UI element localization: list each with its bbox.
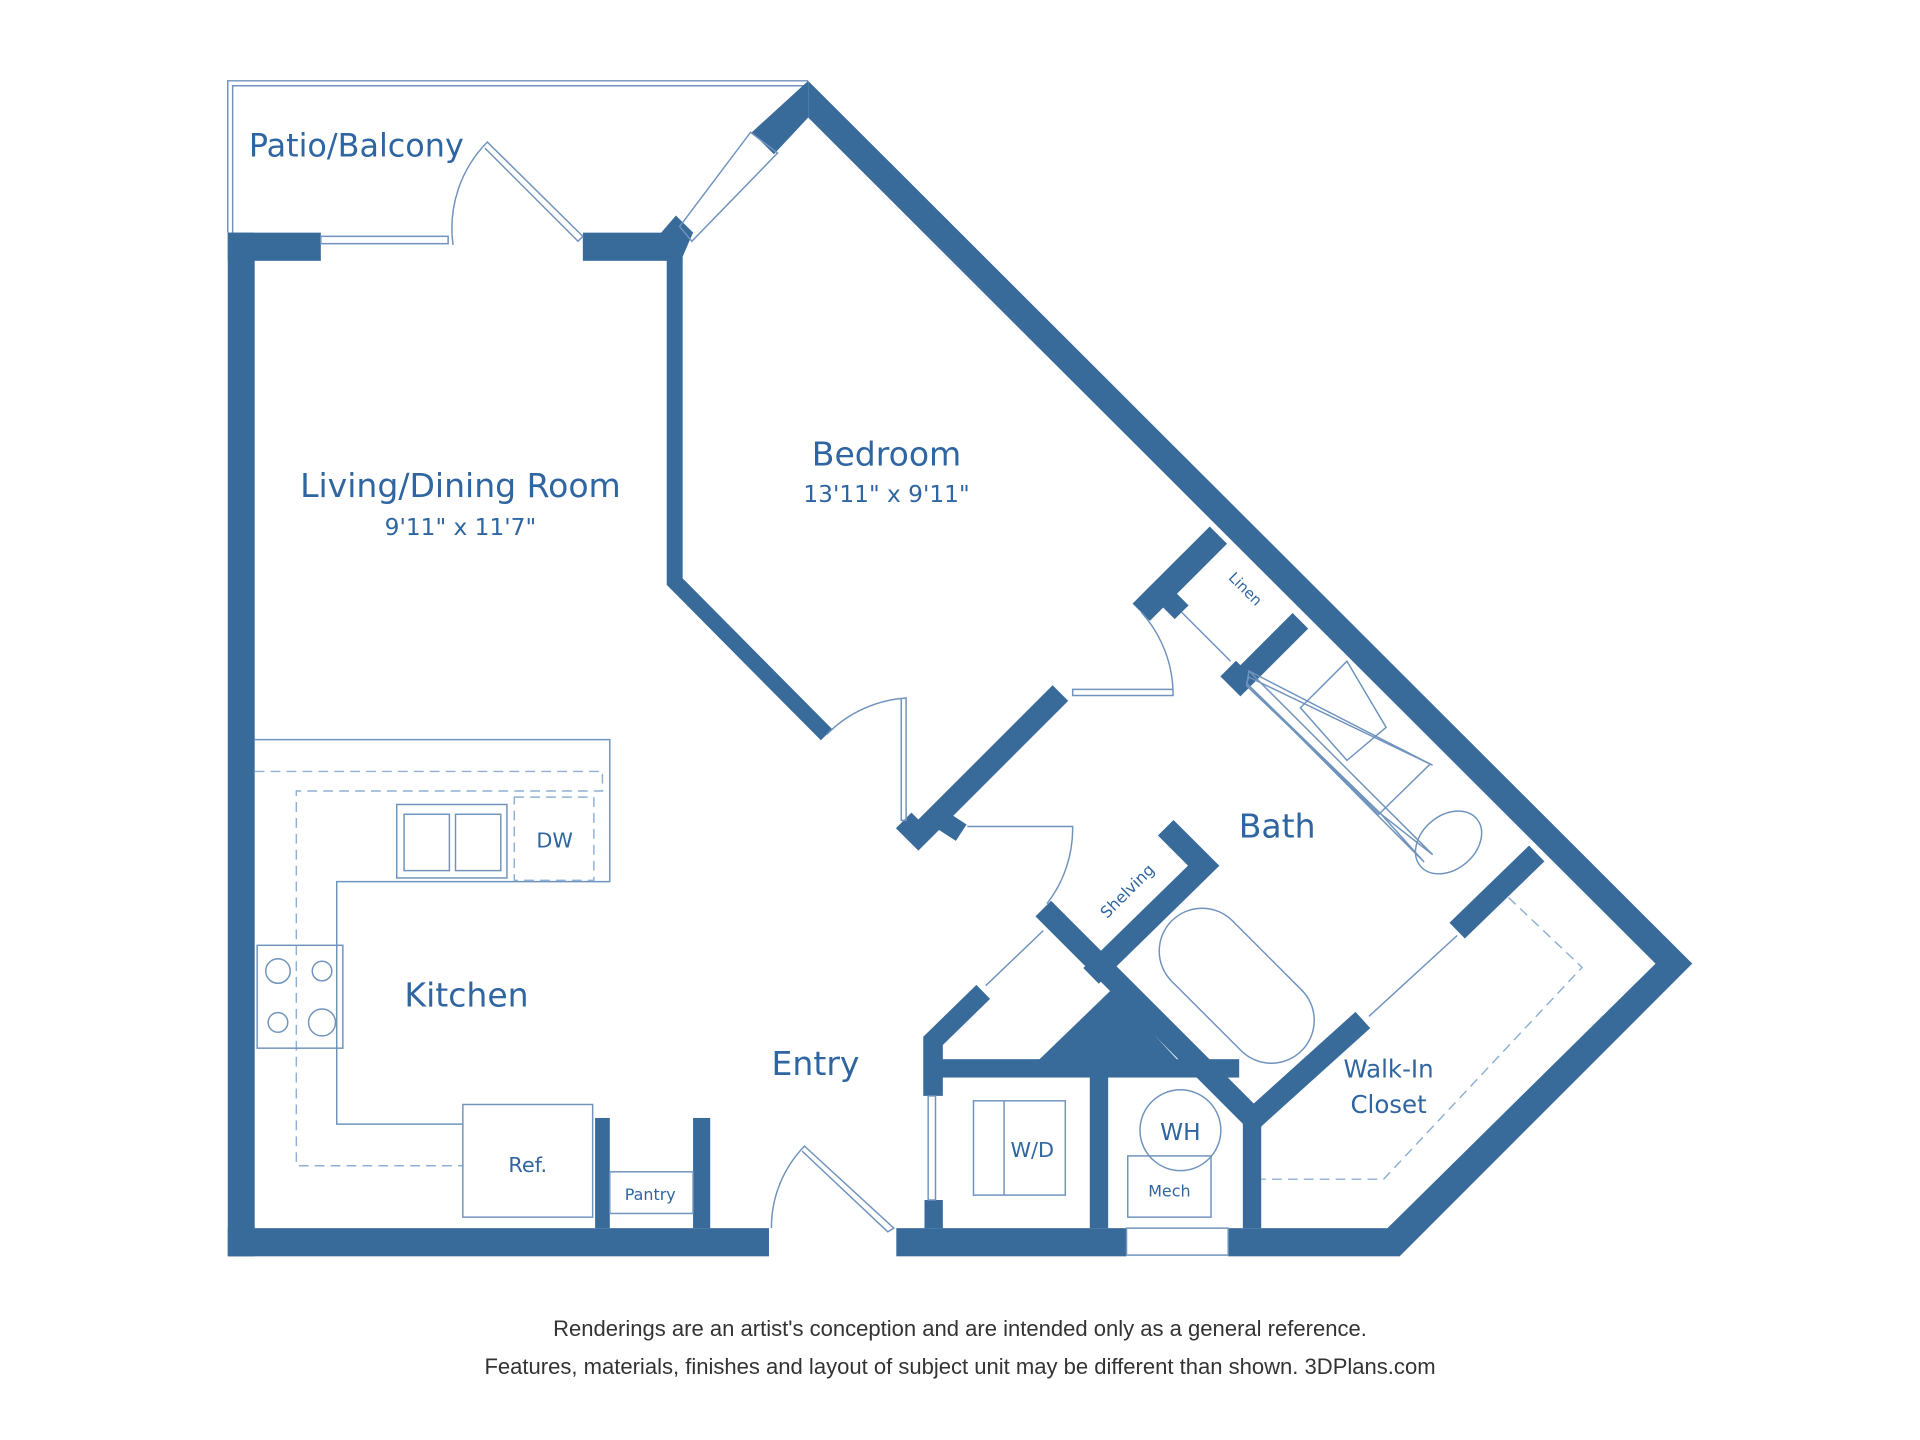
disclaimer-line2: Features, materials, finishes and layout… <box>484 1354 1435 1379</box>
water-heater-label: WH <box>1160 1119 1200 1146</box>
linen-label: Linen <box>1225 569 1265 609</box>
toilet <box>1414 810 1483 875</box>
mech-label: Mech <box>1148 1181 1190 1200</box>
refrigerator <box>462 1103 594 1218</box>
sink <box>396 803 508 879</box>
kitchen-label: Kitchen <box>404 976 528 1015</box>
disclaimer-line1: Renderings are an artist's conception an… <box>553 1316 1367 1341</box>
bath-fixtures <box>972 660 1584 1218</box>
bedroom-label: Bedroom <box>812 434 961 473</box>
pantry-label: Pantry <box>625 1185 676 1204</box>
living-dimensions: 9'11" x 11'7" <box>385 514 536 541</box>
refrigerator-label: Ref. <box>508 1153 547 1177</box>
room-labels: Patio/Balcony Living/Dining Room 9'11" x… <box>249 127 1434 1204</box>
dishwasher-label: DW <box>536 828 573 852</box>
bathtub <box>1158 907 1315 1064</box>
living-label: Living/Dining Room <box>300 466 621 505</box>
patio-outline <box>227 80 809 233</box>
pantry-shelf <box>609 1171 694 1215</box>
bedroom-dimensions: 13'11" x 9'11" <box>803 481 969 508</box>
patio-label: Patio/Balcony <box>249 127 464 165</box>
washer-dryer <box>972 1100 1067 1196</box>
kitchen-counters <box>254 738 694 1218</box>
doors-windows <box>320 131 1458 1256</box>
closet-label-line1: Walk-In <box>1343 1055 1433 1084</box>
closet-label-line2: Closet <box>1350 1090 1427 1119</box>
water-heater <box>1139 1089 1222 1172</box>
bath-label: Bath <box>1239 807 1316 846</box>
dishwasher <box>513 796 595 882</box>
entry-label: Entry <box>772 1044 860 1083</box>
walls <box>227 80 1693 1257</box>
washer-dryer-label: W/D <box>1010 1138 1054 1162</box>
range <box>256 944 344 1049</box>
